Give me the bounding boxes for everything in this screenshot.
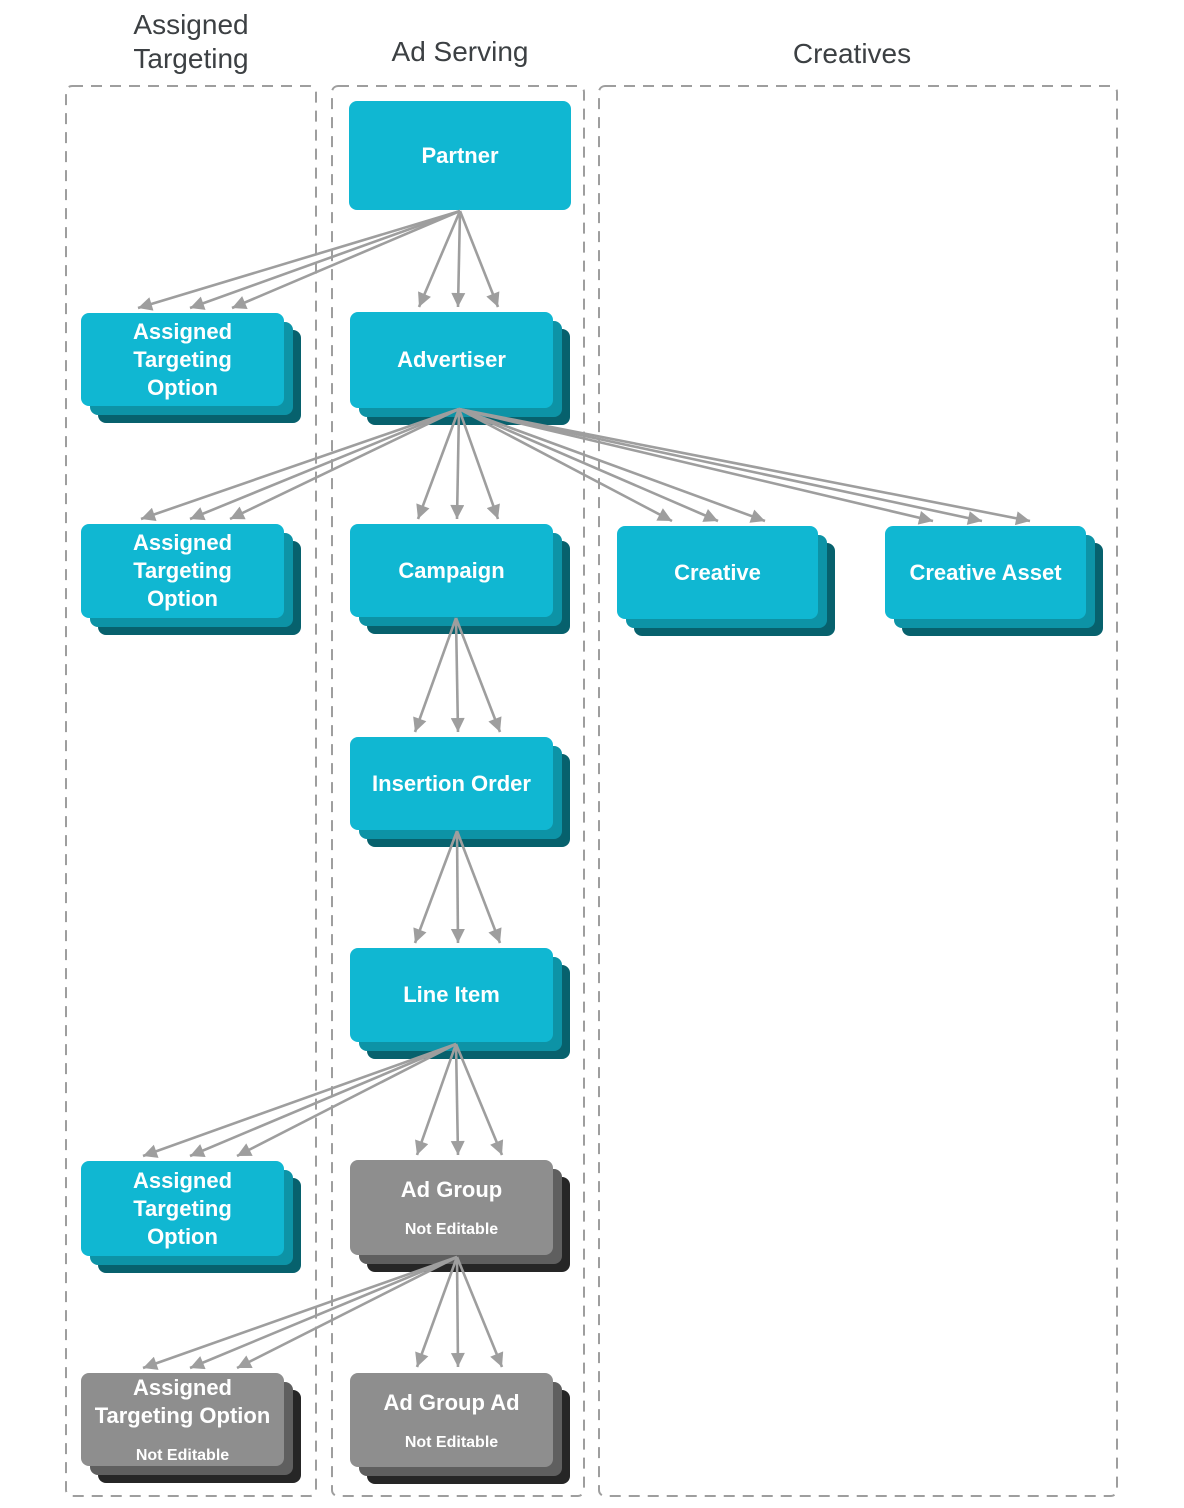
column-title-assigned-targeting: Assigned Targeting <box>133 9 249 74</box>
arrow-partner-to-assigned-targeting-option-1-3 <box>231 209 461 310</box>
node-label-ad-group: Ad Group <box>400 1177 503 1202</box>
arrow-campaign-to-insertion-order-3 <box>454 617 502 733</box>
arrow-advertiser-to-creative-asset-1 <box>458 407 934 525</box>
node-campaign: Campaign <box>350 524 553 617</box>
arrow-campaign-to-insertion-order-1 <box>413 617 458 733</box>
node-label-creative: Creative <box>674 559 761 585</box>
arrow-insertion-order-to-line-item-3 <box>455 830 502 944</box>
arrow-advertiser-to-assigned-targeting-option-2-2 <box>189 407 460 521</box>
node-sublabel-ad-group: Not Editable <box>404 1221 499 1238</box>
arrow-advertiser-to-creative-asset-3 <box>458 407 1031 526</box>
arrow-ad-group-to-assigned-targeting-option-4-1 <box>142 1255 458 1370</box>
node-label-partner: Partner <box>421 142 499 168</box>
arrow-line-item-to-assigned-targeting-option-3-1 <box>142 1042 457 1158</box>
arrow-line-item-to-ad-group-2 <box>450 1043 465 1156</box>
arrow-advertiser-to-assigned-targeting-option-2-1 <box>140 407 460 522</box>
node-label-creative-asset: Creative Asset <box>909 559 1062 585</box>
arrow-partner-to-advertiser-3 <box>458 210 500 308</box>
node-sublabel-ad-group-ad: Not Editable <box>404 1433 499 1451</box>
arrow-line-item-to-assigned-targeting-option-3-2 <box>189 1042 457 1158</box>
node-label-assigned-targeting-option-4: Assigned Targeting Option <box>94 1375 271 1428</box>
node-insertion-order: Insertion Order <box>350 737 553 830</box>
arrow-line-item-to-assigned-targeting-option-3-3 <box>236 1042 457 1158</box>
arrow-line-item-to-ad-group-3 <box>454 1043 504 1156</box>
arrow-ad-group-to-assigned-targeting-option-4-2 <box>189 1255 458 1370</box>
arrow-advertiser-to-creative-1 <box>458 407 673 523</box>
node-assigned-targeting-option-2: Assigned Targeting Option <box>81 524 284 618</box>
node-partner: Partner <box>349 101 571 210</box>
node-creative-asset: Creative Asset <box>885 526 1086 619</box>
column-border-creatives <box>598 85 1118 1497</box>
arrow-advertiser-to-creative-3 <box>458 407 766 523</box>
arrow-insertion-order-to-line-item-2 <box>450 830 465 944</box>
arrow-advertiser-to-creative-2 <box>458 407 719 523</box>
arrow-campaign-to-insertion-order-2 <box>450 617 465 733</box>
arrow-advertiser-to-assigned-targeting-option-2-3 <box>229 407 460 521</box>
arrow-insertion-order-to-line-item-1 <box>413 830 459 944</box>
node-label-assigned-targeting-option-3: Assigned Targeting Option <box>132 1167 233 1249</box>
column-border-assigned-targeting <box>65 85 317 1497</box>
node-line-item: Line Item <box>350 948 553 1042</box>
arrow-ad-group-to-ad-group-ad-1 <box>415 1256 459 1368</box>
node-label-advertiser: Advertiser <box>397 347 506 372</box>
node-label-insertion-order: Insertion Order <box>372 770 531 796</box>
node-creative: Creative <box>617 526 818 619</box>
arrow-partner-to-assigned-targeting-option-1-1 <box>137 209 461 311</box>
node-sublabel-assigned-targeting-option-4: Not Editable <box>135 1447 230 1464</box>
column-title-ad-serving: Ad Serving <box>391 36 529 67</box>
node-label-line-item: Line Item <box>403 982 500 1007</box>
arrow-advertiser-to-creative-asset-2 <box>458 407 983 525</box>
arrow-advertiser-to-campaign-2 <box>450 408 465 520</box>
arrow-ad-group-to-assigned-targeting-option-4-3 <box>236 1255 458 1370</box>
node-advertiser: Advertiser <box>350 312 553 408</box>
node-ad-group-ad: Ad Group Ad Not Editable <box>350 1373 553 1467</box>
arrow-partner-to-advertiser-2 <box>451 210 466 308</box>
node-label-assigned-targeting-option-2: Assigned Targeting Option <box>132 530 233 611</box>
node-label-assigned-targeting-option-1: Assigned Targeting Option <box>132 318 233 400</box>
arrow-line-item-to-ad-group-1 <box>415 1043 458 1156</box>
node-label-ad-group-ad: Ad Group Ad <box>383 1389 520 1415</box>
arrow-advertiser-to-campaign-3 <box>457 408 500 520</box>
column-title-creatives: Creatives <box>792 38 912 69</box>
arrow-partner-to-assigned-targeting-option-1-2 <box>189 209 461 310</box>
node-assigned-targeting-option-3: Assigned Targeting Option <box>81 1161 284 1256</box>
arrow-partner-to-advertiser-1 <box>417 210 462 308</box>
arrow-advertiser-to-campaign-1 <box>416 408 461 520</box>
node-label-campaign: Campaign <box>398 557 505 583</box>
node-assigned-targeting-option-1: Assigned Targeting Option <box>81 313 284 406</box>
arrow-ad-group-to-ad-group-ad-2 <box>450 1256 465 1368</box>
arrow-ad-group-to-ad-group-ad-3 <box>455 1256 504 1368</box>
